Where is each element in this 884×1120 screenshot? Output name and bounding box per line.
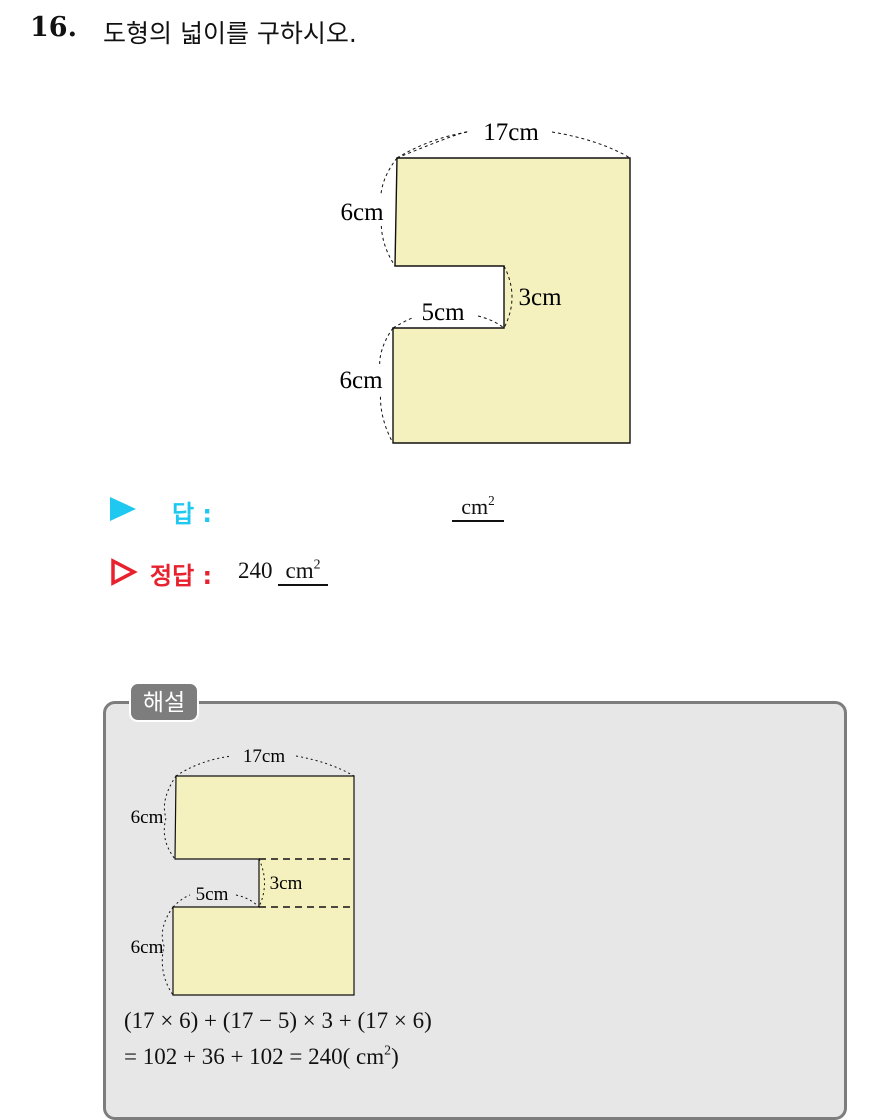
sol-label-notch-right: 3cm — [270, 873, 303, 894]
arc-top-right — [551, 131, 631, 159]
label-top: 17cm — [483, 119, 539, 146]
solution-line-2-end: ) — [391, 1044, 399, 1069]
correct-unit-sup: 2 — [313, 556, 321, 572]
arc-top-left — [396, 131, 469, 159]
label-left-bottom: 6cm — [339, 367, 383, 394]
solution-figure: 17cm 6cm 3cm 5cm 6cm — [131, 746, 355, 996]
sol-arc-top-left — [175, 755, 233, 777]
correct-unit-text: cm — [285, 558, 314, 583]
answer-unit[interactable]: cm2 — [452, 494, 504, 522]
label-left-top: 6cm — [340, 199, 384, 226]
sol-label-notch-bottom: 5cm — [196, 884, 229, 905]
sol-arc-left-top — [163, 775, 177, 860]
solution-line-2: = 102 + 36 + 102 = 240( cm2) — [124, 1042, 399, 1070]
sol-arc-notch-right — [258, 858, 265, 908]
correct-label: 정답 : — [150, 562, 213, 590]
label-notch-right: 3cm — [518, 284, 562, 311]
sol-label-left-bottom: 6cm — [131, 937, 164, 958]
solution-line-2-sup: 2 — [384, 1042, 392, 1058]
answer-unit-sup: 2 — [488, 492, 495, 508]
question-text: 도형의 넓이를 구하시오. — [103, 19, 357, 48]
main-figure: 17cm 6cm 3cm 5cm 6cm — [332, 117, 631, 444]
label-notch-bottom: 5cm — [421, 299, 465, 326]
arc-notch-right — [503, 265, 513, 329]
answer-arrow-icon — [110, 497, 136, 521]
sol-arc-notch-bottom — [172, 894, 260, 908]
arc-left-top — [380, 157, 398, 267]
correct-unit: cm2 — [278, 556, 328, 586]
answer-unit-text: cm — [461, 494, 489, 519]
correct-value: 240 — [238, 558, 273, 583]
correct-arrow-icon — [111, 558, 138, 586]
solution-tag: 해설 — [129, 682, 199, 722]
arc-top — [396, 131, 471, 159]
solution-line-1: (17 × 6) + (17 − 5) × 3 + (17 × 6) — [124, 1008, 432, 1033]
sol-label-top: 17cm — [243, 746, 285, 767]
question-number: 16. — [30, 12, 77, 43]
answer-label: 답 : — [172, 500, 213, 528]
sol-arc-left-bottom — [161, 906, 174, 996]
sol-arc-top-right — [295, 755, 355, 777]
solution-line-2-text: = 102 + 36 + 102 = 240( cm — [124, 1044, 385, 1069]
sol-label-left-top: 6cm — [131, 807, 164, 828]
